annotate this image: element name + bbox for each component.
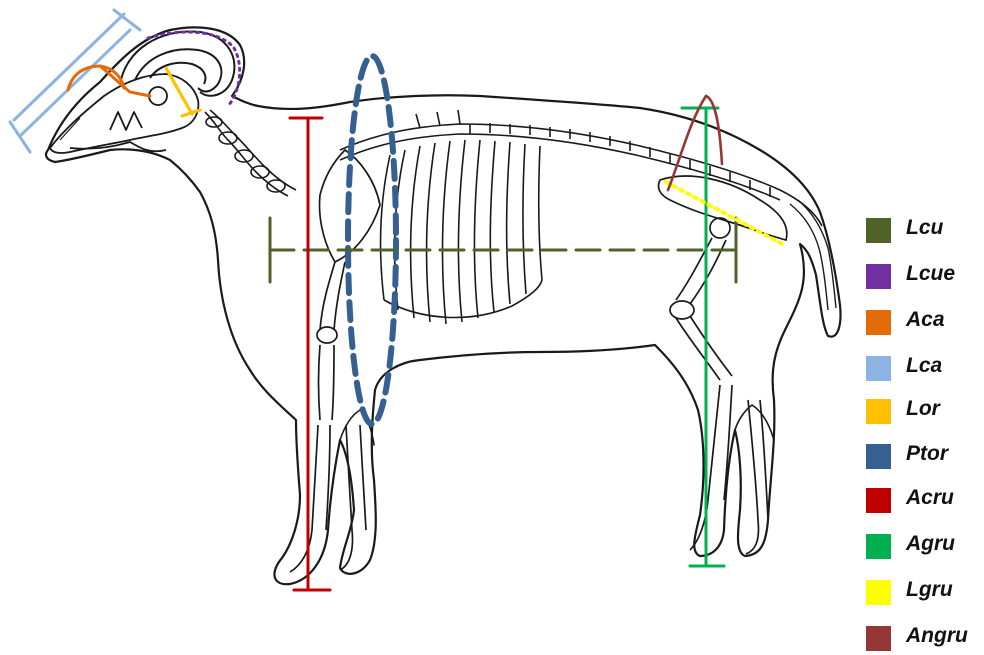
legend-label: Aca [906,308,945,332]
legend-swatch [866,488,891,513]
legend-swatch [866,580,891,605]
legend-label: Ptor [906,442,948,466]
legend-swatch [866,356,891,381]
tail-bones [790,200,836,310]
ptor-measure [348,56,396,424]
legend-swatch [866,310,891,335]
legend-label: Acru [906,486,954,510]
neck-vertebrae [205,110,296,196]
legend-label: Angru [906,624,968,648]
legend-swatch [866,399,891,424]
legend-label: Agru [906,532,955,556]
legend-label: Lgru [906,578,953,602]
legend-label: Lcu [906,216,943,240]
front-leg-bones [290,150,380,572]
legend-label: Lcue [906,262,955,286]
legend-swatch [866,264,891,289]
aca-measure [68,66,150,96]
sheep-body-outline [46,27,840,584]
hind-leg-bones [658,176,786,554]
legend-swatch [866,626,891,651]
legend-label: Lor [906,397,940,421]
legend-swatch [866,444,891,469]
legend-label: Lca [906,354,942,378]
legend-swatch [866,534,891,559]
rib-cage [381,140,542,324]
legend-swatch [866,218,891,243]
